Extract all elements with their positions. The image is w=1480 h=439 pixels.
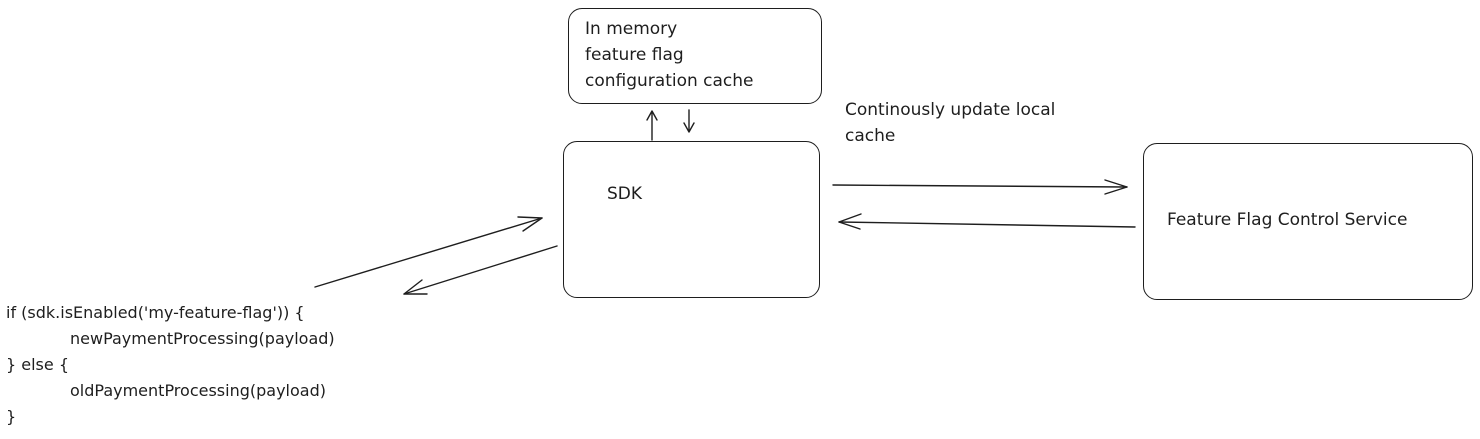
code-line-5: } [6,407,17,426]
code-line-4: oldPaymentProcessing(payload) [70,381,326,400]
code-to-sdk-arrow [314,216,543,288]
update-note-line-1: Continously update local [845,100,1056,120]
cache-label-line-2: feature flag [585,45,684,65]
cache-box [568,8,822,104]
cache-to-sdk-arrow [683,109,695,133]
update-note: Continously update local cache [845,97,1055,149]
code-snippet: if (sdk.isEnabled('my-feature-flag')) { … [6,300,335,430]
cache-label-line-3: configuration cache [585,71,754,91]
service-box-label: Feature Flag Control Service [1167,210,1408,230]
cache-box-label: In memory feature flag configuration cac… [585,16,815,94]
service-box [1143,143,1473,300]
sdk-to-cache-arrow [646,110,658,141]
code-line-2: newPaymentProcessing(payload) [70,329,335,348]
sdk-box [563,141,820,298]
update-note-line-2: cache [845,126,896,146]
code-line-1: if (sdk.isEnabled('my-feature-flag')) { [6,303,305,322]
code-line-3: } else { [6,355,69,374]
cache-label-line-1: In memory [585,19,678,39]
service-to-sdk-arrow [838,213,1136,230]
sdk-to-service-arrow [832,179,1128,195]
sdk-to-code-arrow [403,245,558,295]
sdk-box-label: SDK [607,184,643,204]
